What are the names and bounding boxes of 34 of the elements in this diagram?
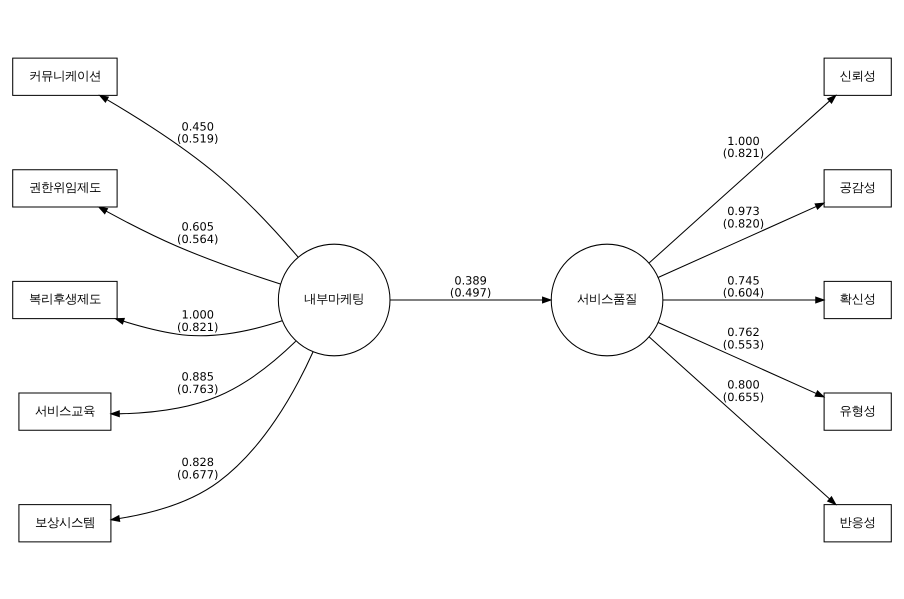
edge-label: 1.000 (0.821) bbox=[722, 133, 764, 160]
node-box: 커뮤니케이션 bbox=[12, 57, 118, 96]
arrow bbox=[658, 322, 826, 398]
arrow bbox=[662, 296, 826, 304]
arrow bbox=[109, 340, 296, 417]
node-box: 복리후생제도 bbox=[12, 280, 118, 319]
node-box: 확신성 bbox=[824, 280, 892, 319]
edge-label: 0.885 (0.763) bbox=[177, 368, 218, 396]
edge-label: 0.450 (0.519) bbox=[177, 118, 218, 146]
edge-label: 0.973 (0.820) bbox=[722, 204, 764, 230]
arrow bbox=[98, 94, 298, 257]
node-box: 공감성 bbox=[824, 168, 892, 207]
node-box: 서비스교육 bbox=[18, 392, 112, 430]
arrow bbox=[390, 296, 552, 304]
edge-label: 0.745 (0.604) bbox=[722, 272, 764, 300]
edge-label: 0.605 (0.564) bbox=[177, 219, 218, 246]
edge-label: 0.762 (0.553) bbox=[722, 324, 764, 351]
arrow bbox=[658, 202, 826, 278]
node-box: 반응성 bbox=[824, 504, 892, 542]
node-box: 유형성 bbox=[824, 392, 892, 430]
arrow bbox=[114, 317, 282, 336]
arrow bbox=[648, 94, 837, 263]
arrow bbox=[110, 351, 314, 522]
arrow bbox=[648, 336, 837, 506]
edge-label: 0.828 (0.677) bbox=[177, 454, 218, 482]
node-circle: 내부마케팅 bbox=[278, 243, 390, 356]
edge-label: 1.000 (0.821) bbox=[177, 306, 218, 334]
node-box: 신뢰성 bbox=[824, 57, 892, 96]
arrow bbox=[98, 206, 281, 284]
node-circle: 서비스품질 bbox=[550, 243, 664, 356]
edge-label: 0.800 (0.655) bbox=[722, 377, 764, 404]
node-box: 보상시스템 bbox=[18, 504, 112, 542]
node-box: 권한위임제도 bbox=[12, 168, 118, 207]
edge-label: 0.389 (0.497) bbox=[450, 272, 492, 300]
